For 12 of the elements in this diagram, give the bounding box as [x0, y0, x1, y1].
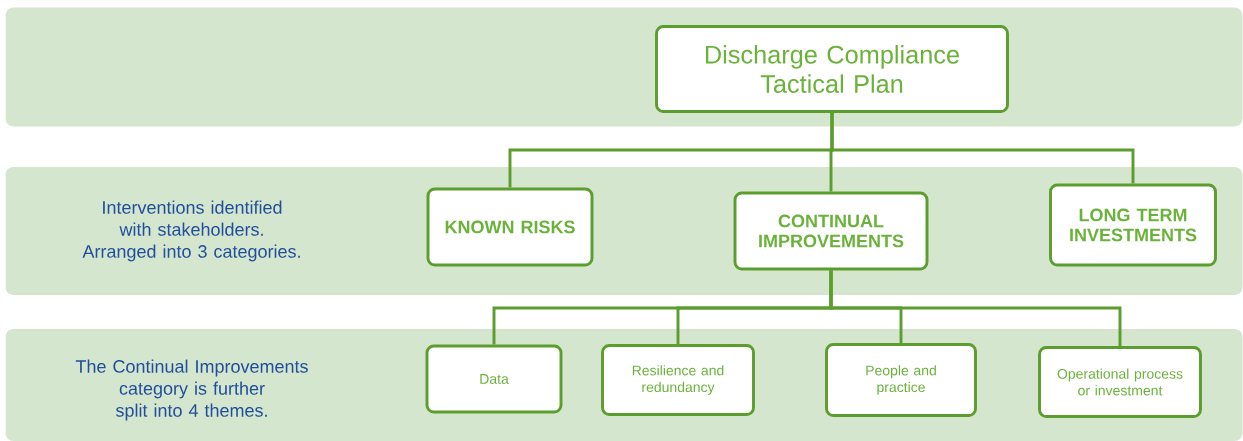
box: LONG TERM INVESTMENTS	[1049, 183, 1217, 267]
band-text: The Continual Improvements category is further split into 4 themes.	[75, 359, 308, 421]
connector	[830, 112, 1135, 184]
box: Resilience and redundancy	[601, 344, 755, 416]
box: People and practice	[825, 343, 977, 417]
connector	[829, 270, 1122, 346]
box: CONTINUAL IMPROVEMENTS	[733, 191, 929, 271]
box: KNOWN RISKS	[426, 187, 594, 267]
box: Discharge Compliance Tactical Plan	[655, 25, 1009, 113]
box: Operational process or investment	[1038, 346, 1202, 418]
band-text: Interventions identified with stakeholders. Arranged into 3 categories.	[82, 200, 300, 262]
box: Data	[425, 344, 563, 414]
